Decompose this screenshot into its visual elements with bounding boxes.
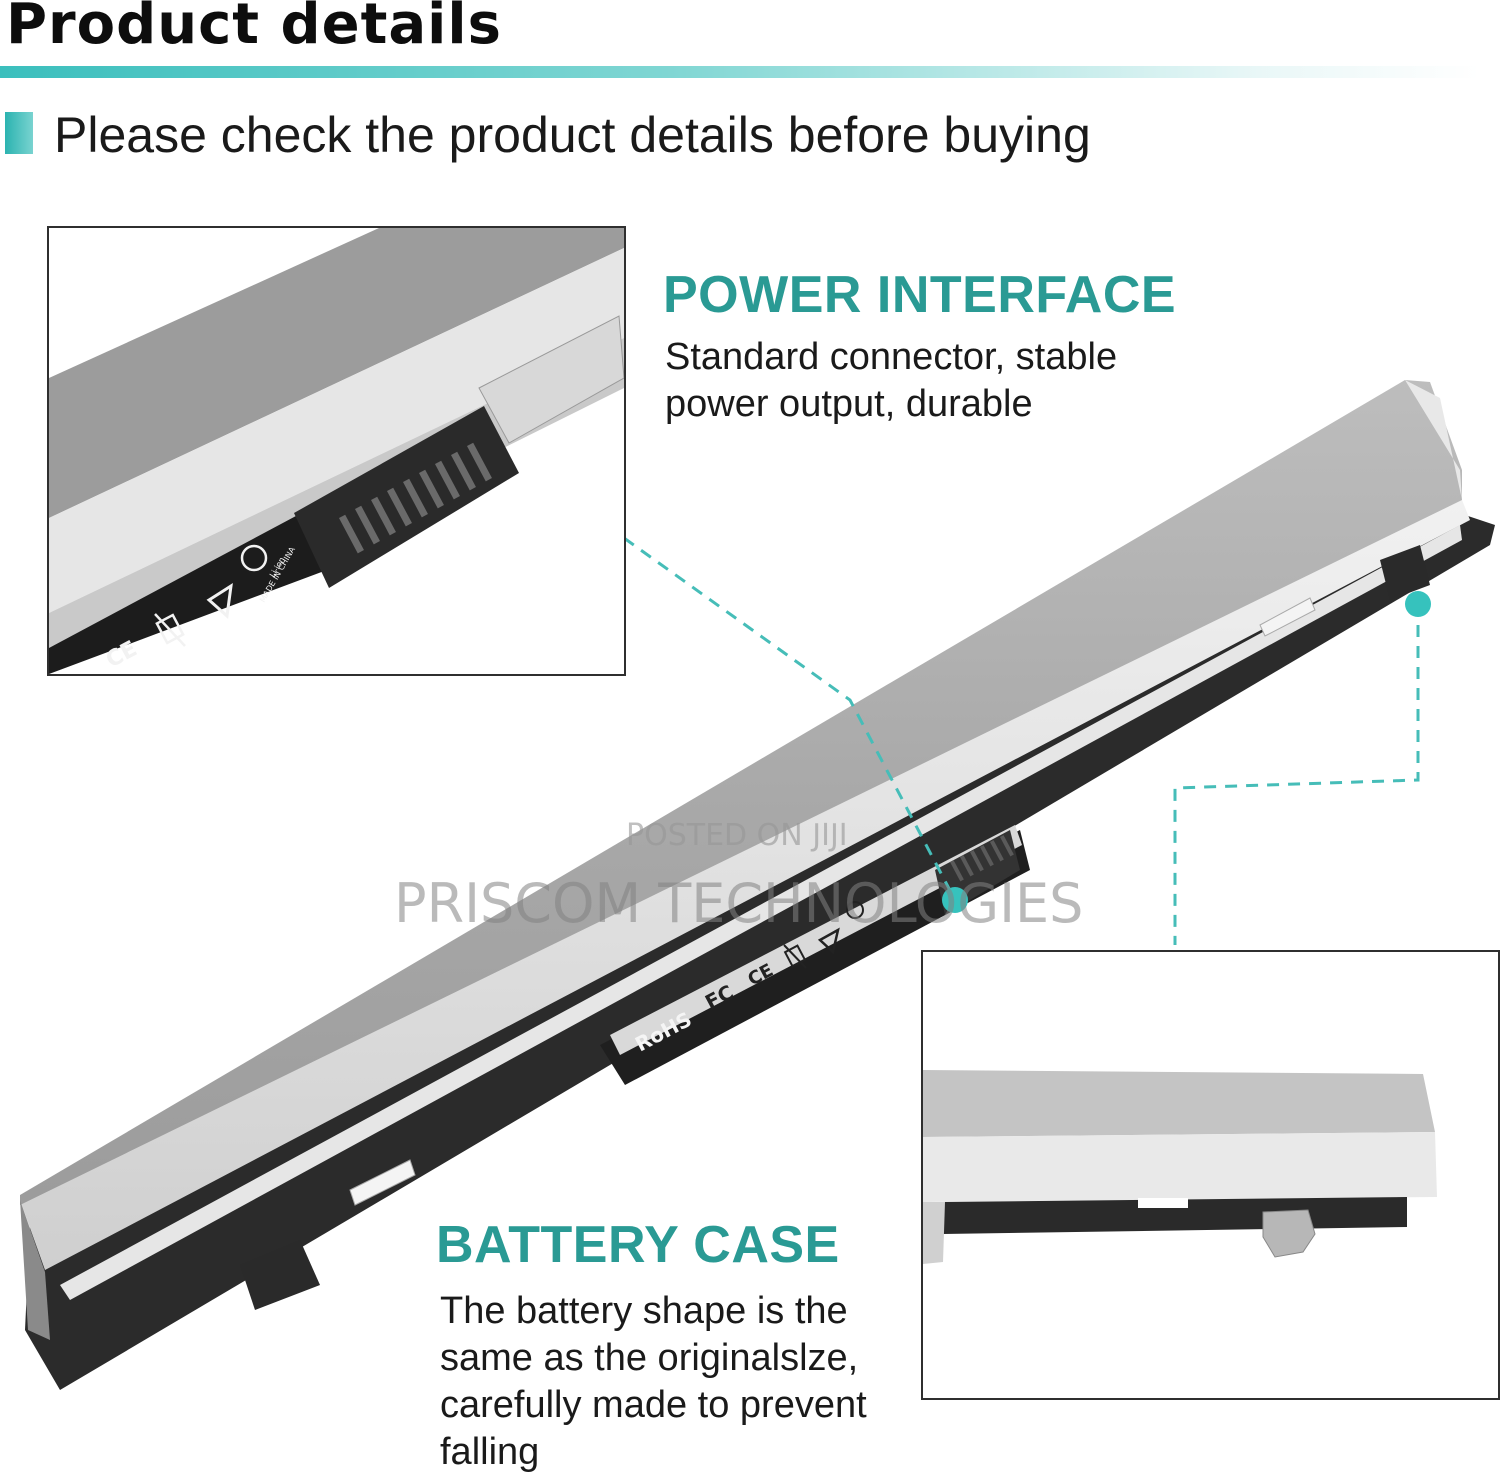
recycle-icon (240, 544, 268, 572)
title-gradient-rule (0, 66, 1480, 78)
subtitle-accent-bar (5, 112, 33, 154)
page-subtitle: Please check the product details before … (54, 107, 1091, 163)
callout-connectors (623, 536, 1420, 945)
warning-triangle-icon (817, 927, 840, 955)
case-closeup-panel (921, 950, 1500, 1400)
case-closeup-image (923, 952, 1498, 1398)
crossed-bin-icon (154, 613, 186, 647)
main-battery (20, 380, 1495, 1390)
recycle-icon (846, 901, 864, 919)
battery-case-heading: BATTERY CASE (436, 1216, 840, 1274)
battery-case-description: The battery shape is the same as the ori… (440, 1290, 867, 1473)
connector-closeup-panel: CE MADE IN CHINA Li-ion (47, 226, 626, 676)
warning-triangle-icon (206, 583, 233, 619)
watermark-posted-on: POSTED ON JIJI (626, 818, 848, 853)
power-interface-marker (942, 887, 968, 913)
battery-case-marker (1405, 591, 1431, 617)
watermark-brand: PRISCOM TECHNOLOGIES (394, 872, 1084, 935)
crossed-bin-icon (783, 944, 807, 969)
page-title: Product details (6, 0, 502, 57)
connector-closeup-image: CE MADE IN CHINA Li-ion (49, 228, 624, 674)
power-interface-heading: POWER INTERFACE (663, 266, 1177, 324)
power-interface-description: Standard connector, stable power output,… (665, 336, 1118, 425)
